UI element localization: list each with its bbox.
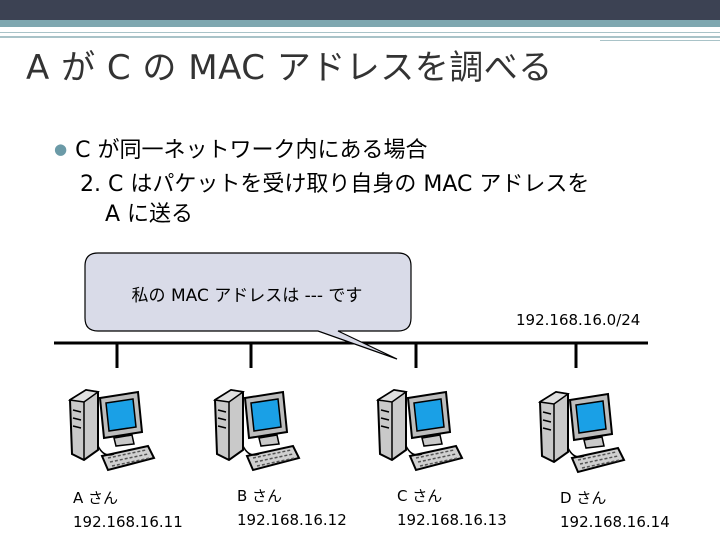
host-name: A さん xyxy=(73,489,119,507)
host-name: B さん xyxy=(237,487,283,505)
step-line: 2. C はパケットを受け取り自身の MAC アドレスを xyxy=(80,172,590,197)
host-label-c: C さん 192.168.16.13 xyxy=(397,484,507,532)
bullet-text: C が同一ネットワーク内にある場合 xyxy=(75,138,428,163)
slide-title: A が C の MAC アドレスを調べる xyxy=(26,48,553,88)
host-ip: 192.168.16.14 xyxy=(560,513,670,531)
computer-d-icon xyxy=(539,391,625,473)
network-address-label: 192.168.16.0/24 xyxy=(516,311,641,329)
header-rule xyxy=(0,36,720,38)
step-line: A に送る xyxy=(105,202,194,227)
bullet-icon: ● xyxy=(54,140,68,158)
host-ip: 192.168.16.12 xyxy=(237,511,347,529)
bullet-item: ● C が同一ネットワーク内にある場合 xyxy=(54,132,427,164)
host-label-a: A さん 192.168.16.11 xyxy=(73,486,183,534)
host-ip: 192.168.16.13 xyxy=(397,511,507,529)
computer-a-icon xyxy=(69,389,155,471)
host-name: D さん xyxy=(560,489,607,507)
host-label-d: D さん 192.168.16.14 xyxy=(560,486,670,534)
computer-b-icon xyxy=(214,389,300,471)
header-rule xyxy=(600,40,720,41)
header-rule xyxy=(0,32,720,33)
host-name: C さん xyxy=(397,487,443,505)
computer-c-icon xyxy=(377,389,463,471)
header-accent-bar xyxy=(0,20,720,27)
speech-bubble xyxy=(84,252,412,360)
host-ip: 192.168.16.11 xyxy=(73,513,183,531)
host-label-b: B さん 192.168.16.12 xyxy=(237,484,347,532)
speech-bubble-text: 私の MAC アドレスは --- です xyxy=(131,286,363,306)
step-text: 2. C はパケットを受け取り自身の MAC アドレスを A に送る xyxy=(80,170,589,230)
header-bar xyxy=(0,0,720,20)
